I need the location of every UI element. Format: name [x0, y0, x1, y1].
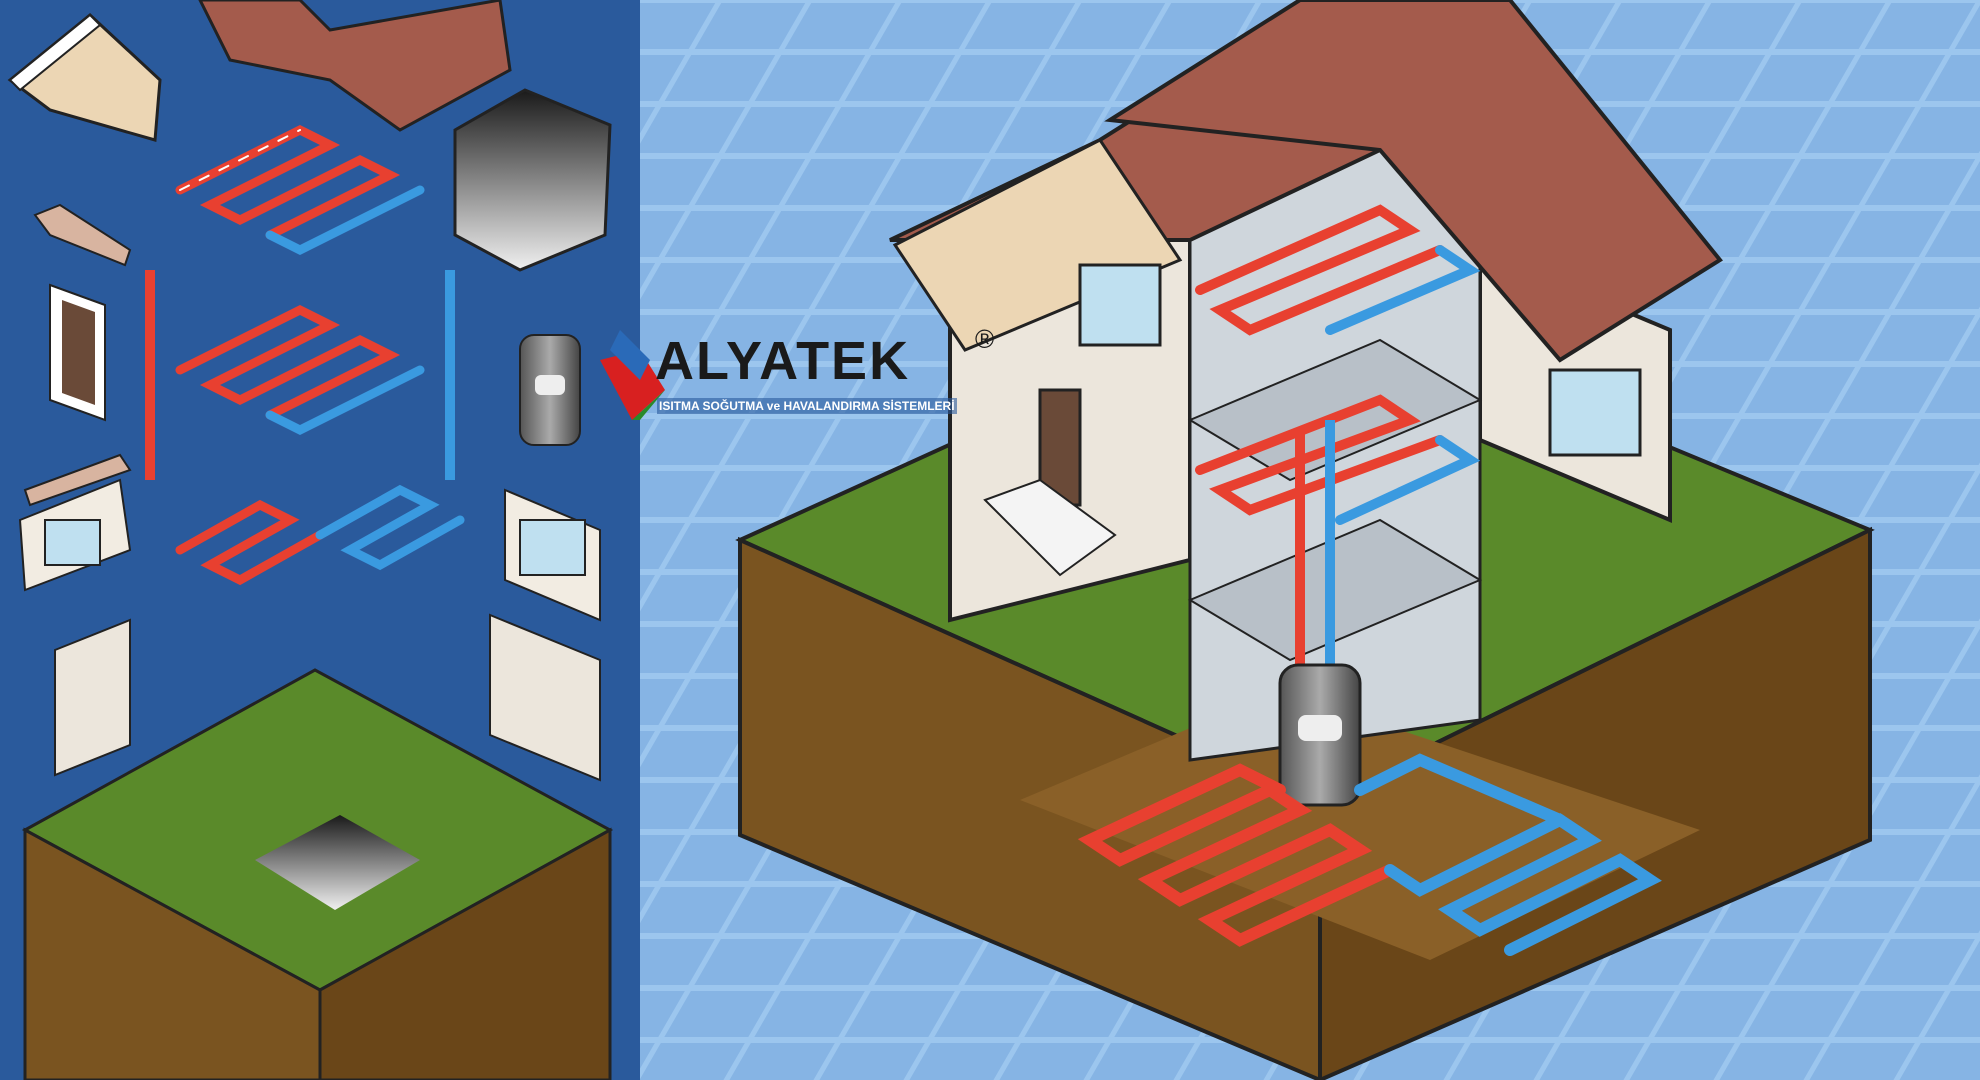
heat-pump-tank-icon	[519, 334, 581, 446]
house-window	[1548, 368, 1642, 457]
house-roof	[889, 0, 1723, 363]
ground-loop-coil	[1077, 753, 1662, 956]
logo-wordmark: ALYATEK	[655, 331, 911, 391]
ground-block-icon	[21, 668, 614, 1080]
floor-heating-coil-upper	[1195, 204, 1481, 336]
floor-heating-coil-icon	[175, 304, 425, 436]
ledge-piece-icon	[33, 203, 132, 267]
house-steps	[983, 478, 1117, 577]
brand-logo	[600, 330, 665, 420]
window-piece-icon	[18, 453, 132, 592]
door-piece-icon	[49, 283, 106, 422]
shaft-block-icon	[453, 88, 612, 272]
wall-panel-icon	[489, 613, 601, 782]
roof-piece-icon	[7, 13, 162, 142]
wall-panel-icon	[54, 618, 131, 777]
house-window	[1078, 263, 1162, 347]
floor-heating-coil-icon	[175, 484, 465, 586]
floor-heating-coil-lower	[1195, 394, 1481, 525]
heat-pump-tank	[1278, 663, 1362, 807]
floor-heating-coil-icon	[175, 124, 425, 256]
logo-mark	[600, 330, 665, 420]
logo-text-block: ALYATEK ® ISITMA SOĞUTMA ve HAVALANDIRMA…	[655, 324, 1025, 420]
window-piece-icon	[504, 488, 601, 622]
logo-tagline: ISITMA SOĞUTMA ve HAVALANDIRMA SİSTEMLER…	[657, 398, 957, 414]
registered-mark: ®	[975, 324, 995, 354]
roof-piece-icon	[198, 0, 512, 132]
